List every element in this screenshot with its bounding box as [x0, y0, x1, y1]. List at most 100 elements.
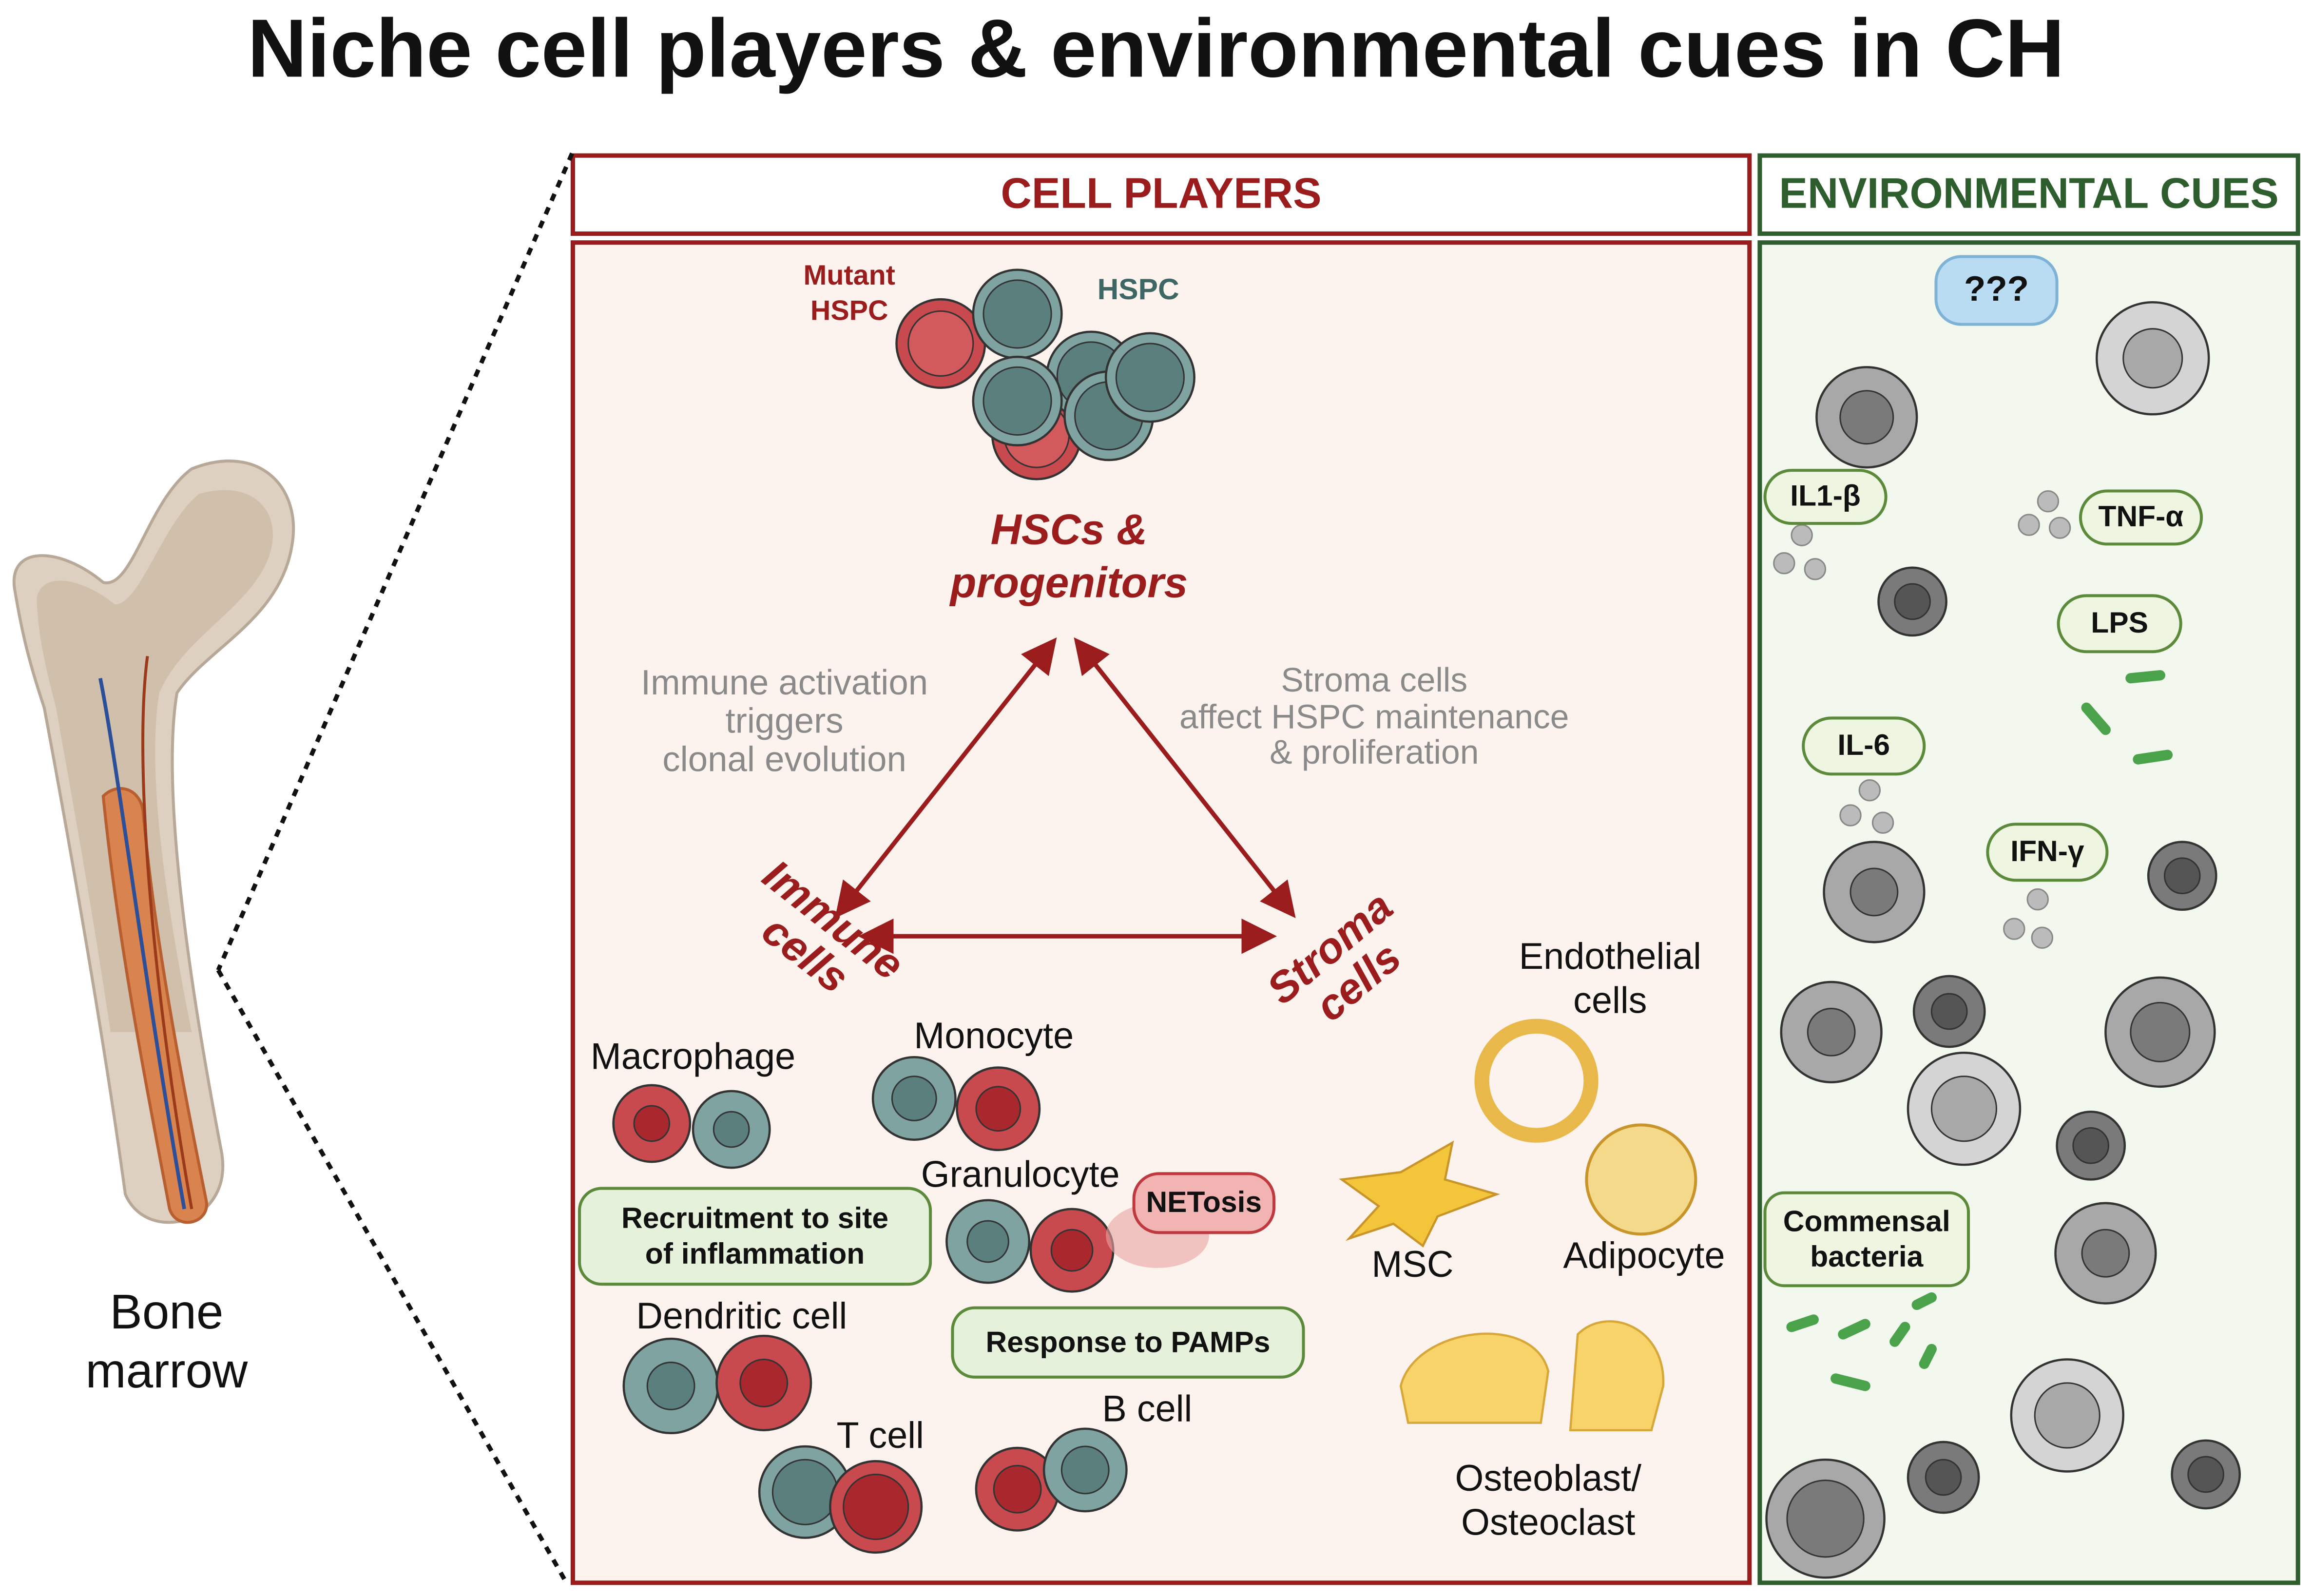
b-cell-nucleus — [993, 1464, 1042, 1514]
endo-line1: Endothelial — [1519, 936, 1702, 978]
cytokine-dot — [2037, 490, 2060, 513]
monocyte-cell-nucleus — [975, 1086, 1021, 1132]
msc-cell — [1339, 1140, 1501, 1248]
hspc-cell-nucleus — [983, 366, 1052, 436]
msc-label: MSC — [1371, 1244, 1454, 1286]
cytokine-dot — [2018, 514, 2040, 536]
osteo-line1: Osteoblast/ — [1455, 1458, 1642, 1500]
note-line: affect HSPC maintenance — [1179, 696, 1569, 735]
page-title: Niche cell players & environmental cues … — [247, 1, 2065, 95]
hspc-label: HSPC — [1097, 274, 1179, 307]
granulocyte-label: Granulocyte — [921, 1154, 1120, 1196]
recruitment-line2: of inflammation — [645, 1237, 865, 1270]
hspc-cell-nucleus — [1115, 343, 1185, 412]
osteo-label: Osteoblast/ Osteoclast — [1455, 1457, 1641, 1545]
granulocyte-cell-nucleus — [966, 1220, 1009, 1263]
note-line: triggers — [725, 702, 844, 742]
bacterium — [1919, 1344, 1937, 1369]
macrophage-cell-nucleus — [633, 1105, 671, 1142]
bacterium — [1786, 1314, 1819, 1332]
il6-bubble: IL-6 — [1802, 716, 1926, 776]
macrophage-label: Macrophage — [590, 1036, 796, 1078]
hsc-progenitors-label: HSCs & progenitors — [950, 504, 1188, 611]
hspc-cell-nucleus — [983, 279, 1052, 349]
t-cell-nucleus — [771, 1459, 838, 1525]
tnfa-bubble: TNF-α — [2079, 489, 2203, 546]
dendritic-cell-nucleus — [739, 1358, 789, 1407]
cytokine-dot — [1871, 811, 1894, 834]
ifng-bubble: IFN-γ — [1986, 823, 2109, 882]
environment-cell-nucleus — [2081, 1229, 2130, 1278]
osteoclast-cell — [1569, 1320, 1665, 1432]
il1b-bubble: IL1-β — [1763, 469, 1888, 525]
mutant-label-line1: Mutant — [803, 261, 895, 292]
mutant-hspc-cell-nucleus — [907, 310, 974, 377]
b-cell-nucleus — [1060, 1445, 1110, 1495]
environment-cell-nucleus — [2034, 1382, 2100, 1449]
mutant-hspc-label: Mutant HSPC — [803, 259, 895, 330]
cytokine-dot — [1804, 558, 1827, 580]
mutant-label-line2: HSPC — [810, 296, 888, 327]
cytokine-dot — [2048, 517, 2071, 539]
cytokine-dot — [1839, 804, 1862, 827]
relationship-arrows — [835, 637, 1296, 954]
endothelial-cell — [1474, 1019, 1599, 1143]
monocyte-label: Monocyte — [914, 1016, 1074, 1058]
bone-label-line2: marrow — [85, 1343, 248, 1398]
hsc-line1: HSCs & — [990, 507, 1148, 555]
dendritic-cell-nucleus — [646, 1362, 695, 1410]
bacterium — [1889, 1322, 1910, 1347]
note-line: Stroma cells — [1281, 660, 1468, 699]
bacterium — [2133, 750, 2173, 765]
bone-illustration — [12, 459, 295, 1224]
environment-cell-nucleus — [2163, 857, 2201, 894]
zoom-dotted-lines — [216, 152, 575, 1586]
adipocyte-label: Adipocyte — [1563, 1235, 1725, 1277]
environment-cell-nucleus — [1925, 1459, 1962, 1496]
t-cell-nucleus — [843, 1473, 909, 1540]
endothelial-label: Endothelial cells — [1519, 935, 1701, 1023]
osteo-line2: Osteoclast — [1461, 1502, 1636, 1544]
cytokine-dot — [2003, 918, 2025, 940]
adipocyte-cell — [1585, 1123, 1697, 1236]
dendritic-cell-label: Dendritic cell — [636, 1296, 848, 1338]
environment-cell-nucleus — [2072, 1127, 2109, 1164]
netosis-badge: NETosis — [1132, 1172, 1276, 1234]
cytokine-dot — [1791, 524, 1813, 546]
t-cell-label: T cell — [836, 1415, 924, 1457]
commensal-line2: bacteria — [1810, 1240, 1924, 1273]
note-line: clonal evolution — [662, 740, 906, 780]
hsc-line2: progenitors — [950, 560, 1188, 608]
environment-cell-nucleus — [1894, 583, 1931, 620]
pamps-box: Response to PAMPs — [951, 1306, 1305, 1379]
bone-label-line1: Bone — [110, 1284, 224, 1339]
environment-cell-nucleus — [1930, 993, 1968, 1030]
granulocyte-cell-nucleus — [1050, 1229, 1094, 1272]
bacterium — [1911, 1292, 1937, 1310]
note-line: Immune activation — [640, 663, 928, 704]
bacterium — [1838, 1319, 1870, 1340]
recruitment-line1: Recruitment to site — [621, 1202, 889, 1235]
cytokine-dot — [2026, 888, 2049, 911]
cell-players-header: CELL PLAYERS — [570, 153, 1752, 236]
environment-cell-nucleus — [2130, 1001, 2191, 1062]
cytokine-dot — [2031, 926, 2054, 949]
environmental-cues-header: ENVIRONMENTAL CUES — [1757, 153, 2300, 236]
environment-cell-nucleus — [1850, 867, 1899, 917]
unknown-cue-bubble: ??? — [1934, 255, 2059, 326]
bone-marrow-label: Bone marrow — [85, 1283, 248, 1401]
bacterium — [2081, 702, 2111, 735]
endo-line2: cells — [1573, 980, 1647, 1022]
bacterium — [1830, 1373, 1870, 1391]
osteoblast-cell — [1399, 1332, 1550, 1424]
cytokine-dot — [1858, 779, 1881, 802]
bacterium — [2125, 670, 2165, 684]
environment-cell-nucleus — [1807, 1007, 1856, 1057]
note-line: & proliferation — [1270, 732, 1479, 771]
b-cell-label: B cell — [1102, 1389, 1193, 1430]
cytokine-dot — [1773, 552, 1795, 575]
